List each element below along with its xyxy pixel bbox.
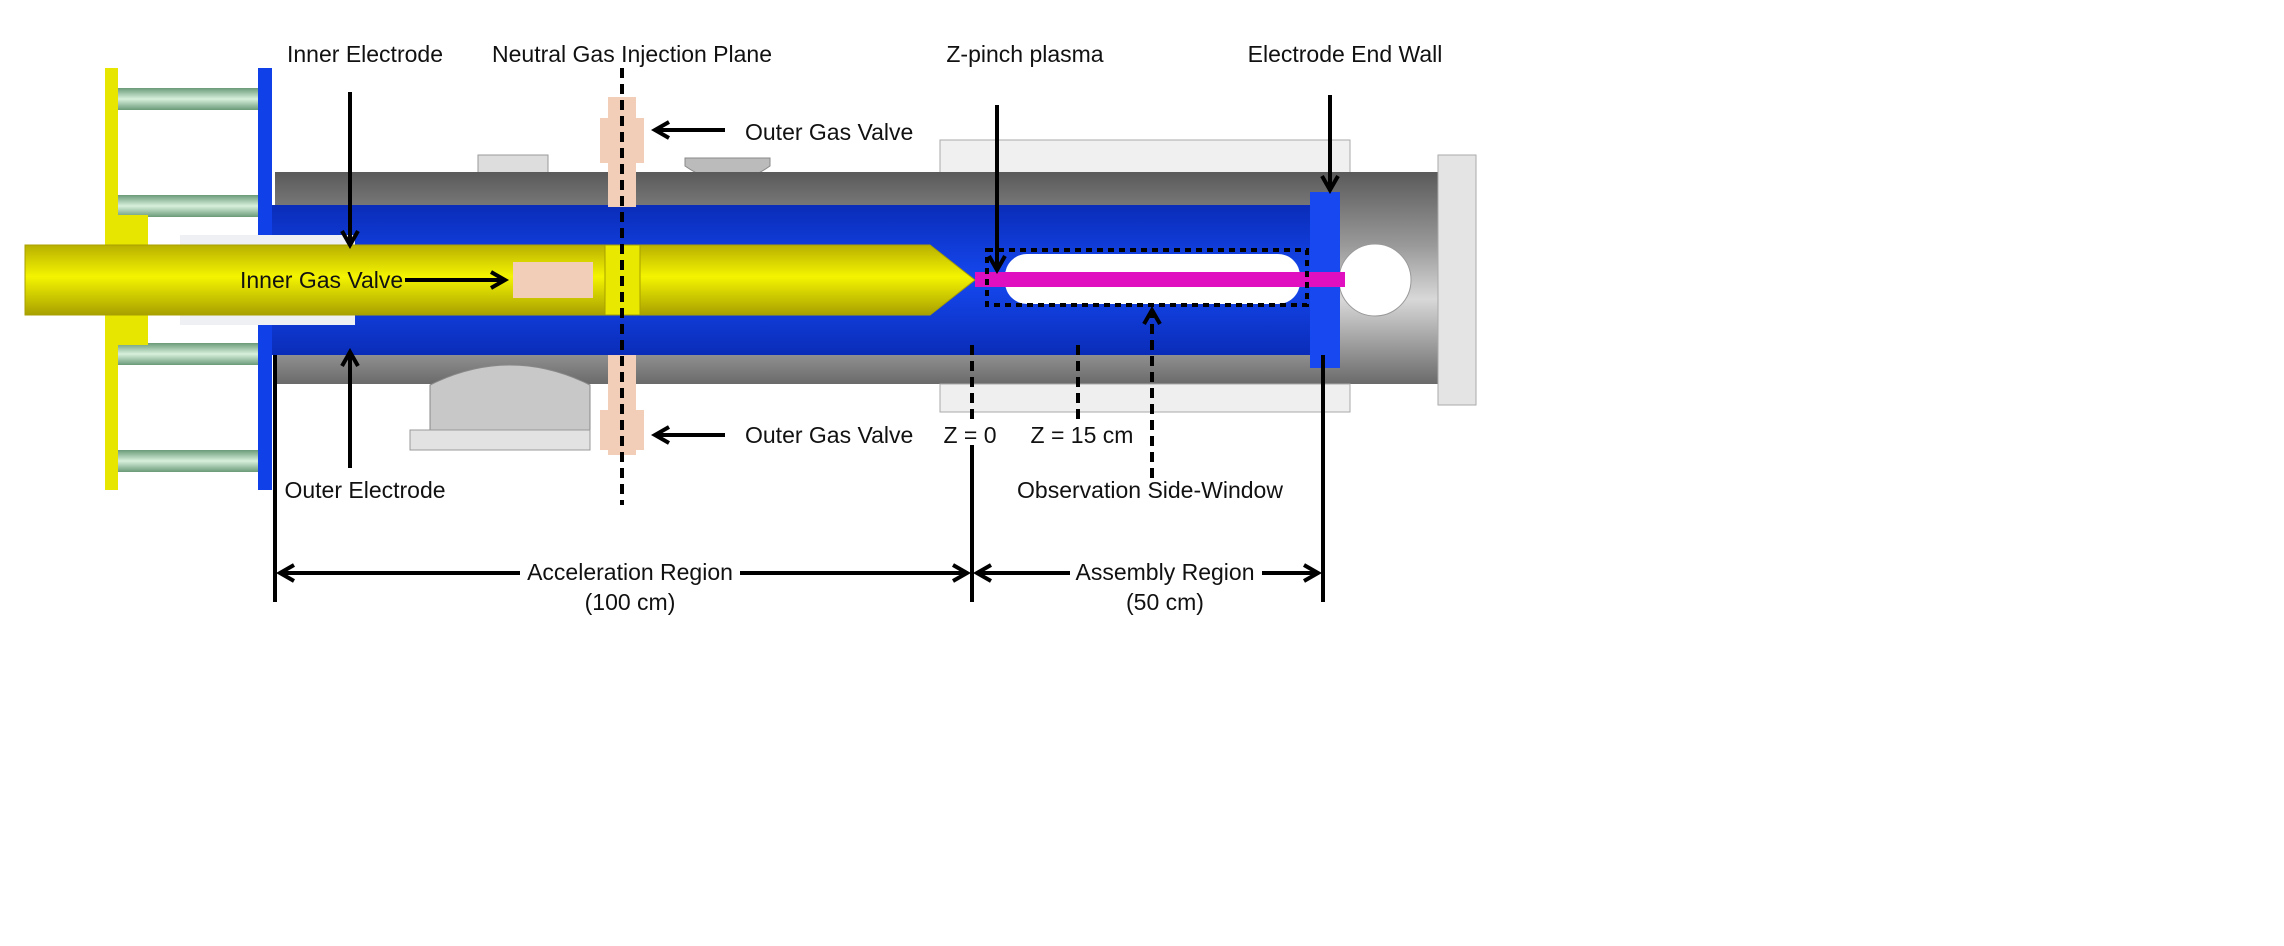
label-acceleration-length: (100 cm) <box>585 589 676 615</box>
insulator-sleeve-bottom <box>180 315 355 325</box>
label-outer-gas-valve-top: Outer Gas Valve <box>745 119 913 145</box>
label-neutral-gas-plane: Neutral Gas Injection Plane <box>492 41 772 67</box>
outer-gas-valve-bottom <box>600 355 644 455</box>
label-end-wall: Electrode End Wall <box>1248 41 1443 67</box>
observation-window-bottom <box>939 383 1351 413</box>
z-pinch-plasma <box>975 272 1345 287</box>
chamber-end-flange <box>1437 154 1477 406</box>
label-assembly-length: (50 cm) <box>1126 589 1204 615</box>
bottom-port-flange <box>409 429 591 451</box>
label-acceleration-region: Acceleration Region <box>527 559 733 585</box>
label-z-pinch: Z-pinch plasma <box>946 41 1103 67</box>
observation-window-outline <box>985 248 1309 307</box>
label-observation-window: Observation Side-Window <box>1017 477 1283 503</box>
inner-gas-valve <box>513 262 593 298</box>
label-outer-gas-valve-bottom: Outer Gas Valve <box>745 422 913 448</box>
insulator-sleeve-top <box>180 235 355 245</box>
label-inner-electrode: Inner Electrode <box>287 41 443 67</box>
label-z15: Z = 15 cm <box>1031 422 1134 448</box>
insulator-rods <box>118 88 260 472</box>
label-assembly-region: Assembly Region <box>1076 559 1255 585</box>
label-inner-gas-valve: Inner Gas Valve <box>240 267 403 293</box>
end-viewport <box>1338 243 1412 317</box>
label-z0: Z = 0 <box>943 422 996 448</box>
bottom-port <box>429 364 591 441</box>
label-outer-electrode: Outer Electrode <box>284 477 445 503</box>
